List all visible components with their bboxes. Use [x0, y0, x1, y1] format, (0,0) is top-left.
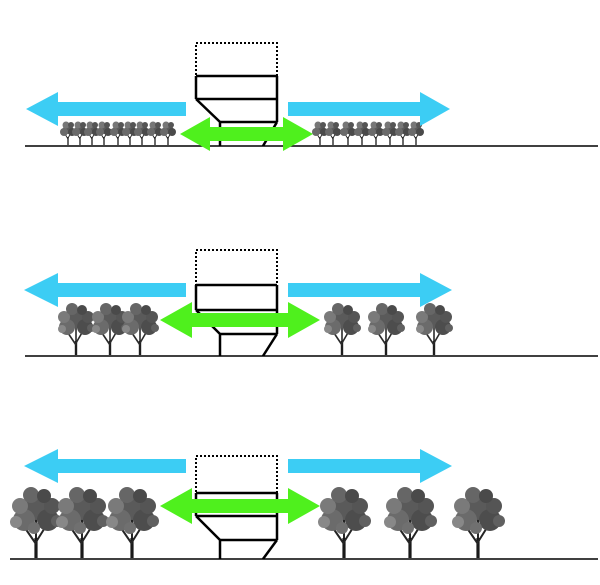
outer-arrow-right [288, 92, 450, 126]
outer-arrow-left [24, 273, 186, 307]
building-outline [194, 42, 279, 147]
building-outline [194, 455, 279, 560]
outer-arrow-right [288, 273, 452, 307]
future-floor-dotted [195, 455, 278, 494]
outer-arrow-left [26, 92, 186, 126]
building-outline [194, 249, 279, 357]
outer-arrow-right [288, 449, 452, 483]
inner-arrow [180, 117, 313, 151]
tree-group-right [322, 301, 455, 357]
tree-group-left [8, 485, 161, 560]
inner-arrow [160, 488, 320, 524]
future-floor-dotted [195, 42, 278, 77]
tree-group-right [311, 120, 425, 146]
outer-arrow-left [24, 449, 186, 483]
tree-group-left [59, 120, 177, 146]
stage-medium-trees [24, 249, 598, 357]
inner-arrow [160, 302, 320, 338]
stage-small-trees [25, 42, 598, 151]
tree-group-right [316, 485, 507, 560]
stage-large-trees [8, 449, 598, 560]
tree-group-left [56, 301, 161, 357]
future-floor-dotted [195, 249, 278, 286]
